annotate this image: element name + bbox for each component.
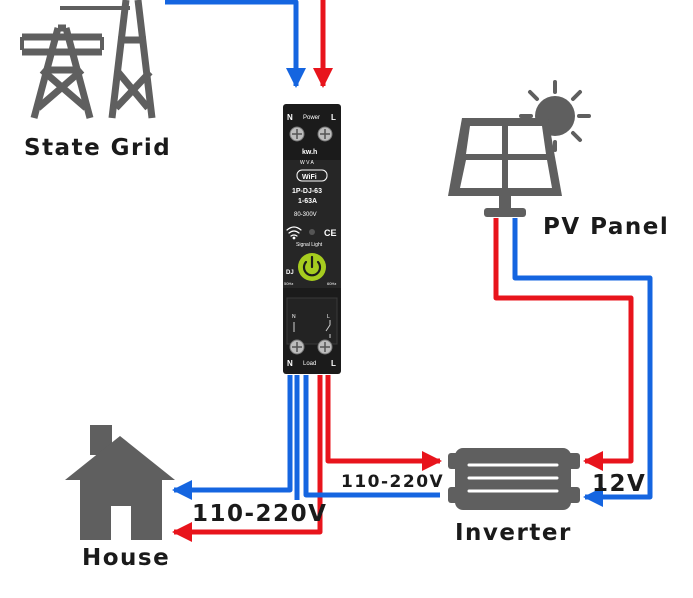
house-label: House xyxy=(82,545,170,571)
breaker-bottom-n-label: N xyxy=(287,359,293,368)
breaker-unit-label: kw.h xyxy=(302,149,317,156)
breaker-voltage-label: 80-300V xyxy=(294,212,317,218)
breaker-freq-right: 60Hz xyxy=(327,281,336,286)
pv-live-wire xyxy=(493,218,634,471)
inverter-ac-voltage-label: 110-220V xyxy=(341,472,444,492)
breaker-top-power-label: Power xyxy=(303,115,320,121)
breaker-inner-l-label: L xyxy=(327,314,330,320)
pv-panel-label: PV Panel xyxy=(543,214,669,240)
breaker-freq-left: 50Hz xyxy=(284,281,293,286)
inverter-live-wire xyxy=(325,375,442,471)
breaker-bottom-l-label: L xyxy=(331,359,336,368)
pv-neutral-wire xyxy=(512,218,653,507)
solar-panel-icon xyxy=(448,118,562,217)
house-icon xyxy=(65,425,175,540)
house-live-wire xyxy=(172,375,323,542)
inverter-label: Inverter xyxy=(455,520,572,546)
breaker-range-label: 1-63A xyxy=(298,198,317,205)
breaker-top-n-label: N xyxy=(287,113,293,122)
power-tower-icon xyxy=(20,0,156,119)
power-button-icon[interactable] xyxy=(298,253,326,281)
state-grid-label: State Grid xyxy=(24,135,171,161)
breaker-ce-mark: CE xyxy=(324,228,337,238)
inverter-neutral-wire xyxy=(303,375,440,498)
breaker-inner-n-label: N xyxy=(292,314,296,320)
house-voltage-label: 110-220V xyxy=(192,501,327,527)
dc-voltage-label: 12V xyxy=(592,471,646,497)
signal-light xyxy=(309,229,315,235)
wifi-icon xyxy=(286,226,302,240)
grid-neutral-wire xyxy=(165,0,306,88)
smart-breaker: N Power L kw.h W V A WiFi 1P-DJ-63 1-63A… xyxy=(283,104,341,374)
breaker-bottom-load-label: Load xyxy=(303,361,316,367)
house-neutral-wire-outer xyxy=(172,375,293,500)
breaker-signal-label: Signal Light xyxy=(296,242,323,248)
breaker-meter-marks: W V A xyxy=(300,160,315,166)
breaker-brand-label: DJ xyxy=(286,270,294,276)
breaker-wifi-badge: WiFi xyxy=(302,174,317,181)
breaker-top-l-label: L xyxy=(331,113,336,122)
wires xyxy=(165,0,653,542)
breaker-model-label: 1P-DJ-63 xyxy=(292,188,322,195)
inverter-icon xyxy=(448,448,580,510)
